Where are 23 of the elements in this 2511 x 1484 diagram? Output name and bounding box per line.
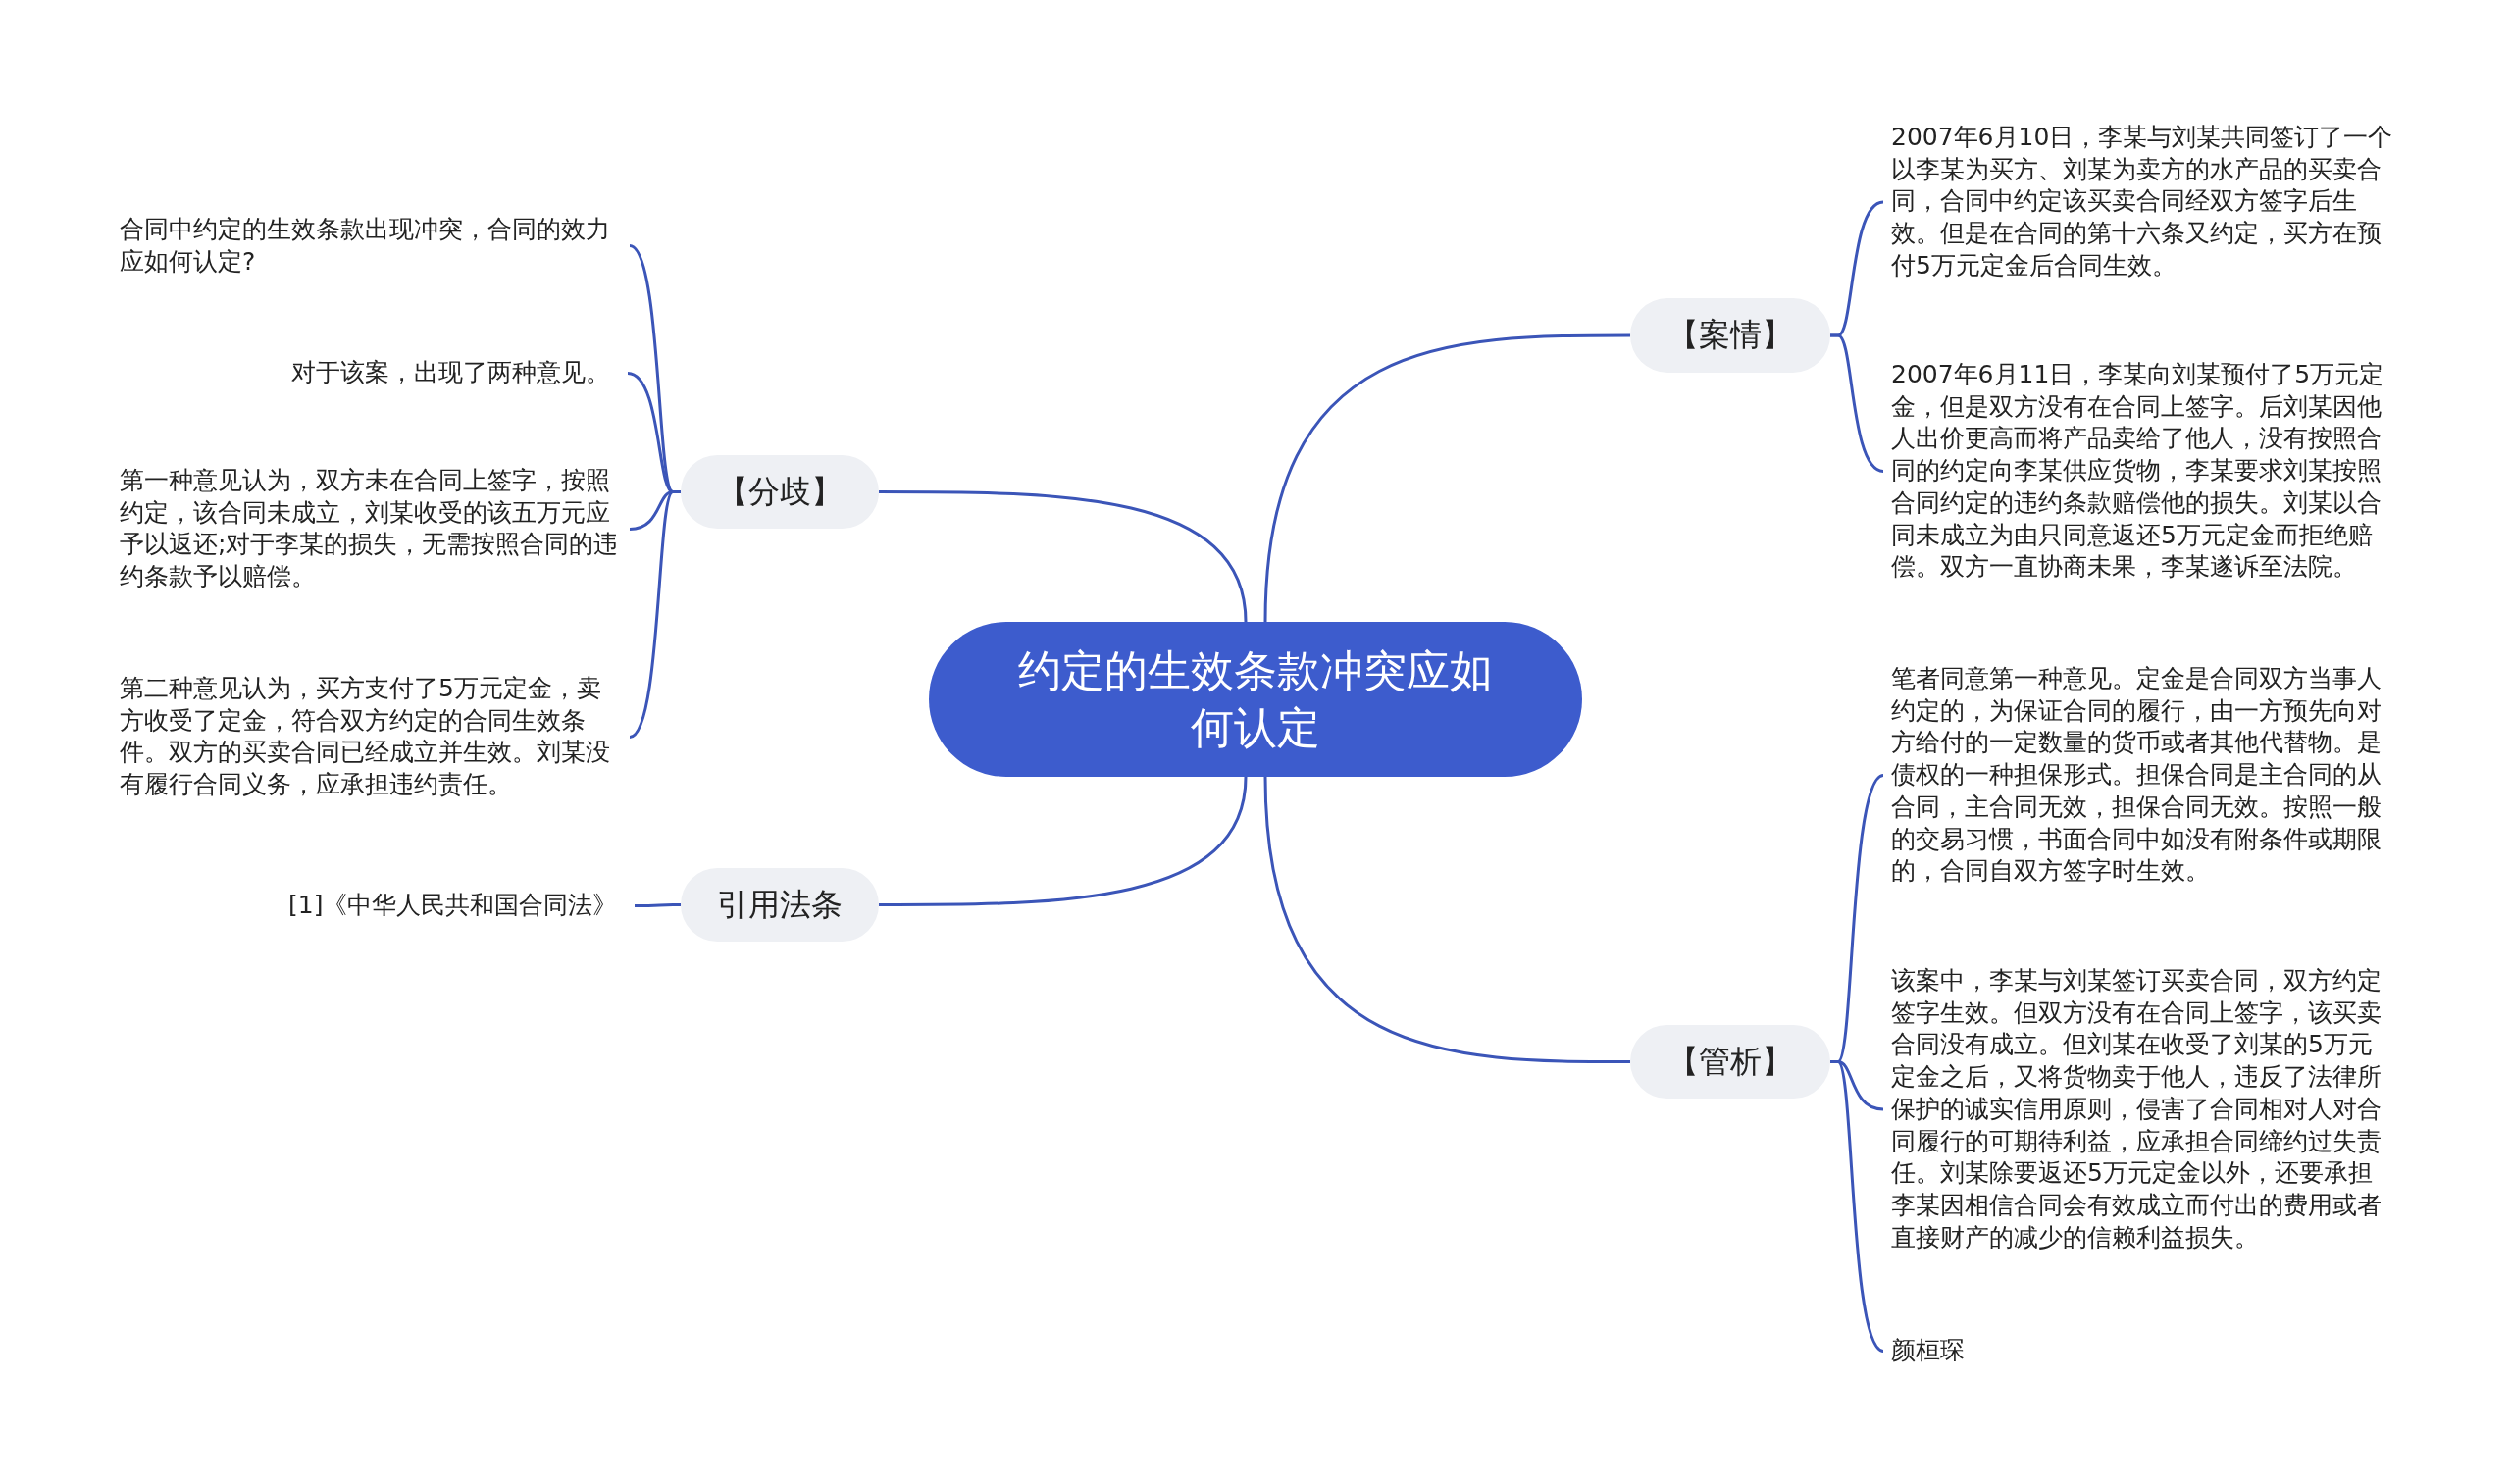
connector-line (879, 776, 1248, 906)
connector-line (1830, 1060, 1884, 1353)
connector-line (1830, 333, 1884, 473)
note-text: 笔者同意第一种意见。定金是合同双方当事人约定的，为保证合同的履行，由一方预先向对方给付的一定数量的货币或者其他代替物。是债权的一种担保形式。担保合同是主合同的从合同，主合同无效，担保合同无效。按照一般的交易习惯，书面合同中如没有附条件或期限的，合同自双方签字时生效。 (1891, 663, 2393, 888)
connector-line (629, 490, 681, 739)
connector-line (879, 490, 1248, 623)
note-text: 2007年6月10日，李某与刘某共同签订了一个以李某为买方、刘某为卖方的水产品的买卖合同，合同中约定该买卖合同经双方签字后生效。但是在合同的第十六条又约定，买方在预付5万元定金后合同生效。 (1891, 122, 2393, 282)
note-text: 颜桓琛 (1891, 1335, 2009, 1367)
note-text: 2007年6月11日，李某向刘某预付了5万元定金，但是双方没有在合同上签字。后刘某因他人出价更高而将产品卖给了他人，没有按照合同的约定向李某供应货物，李某要求刘某按照合同约定的违约条款赔偿他的损失。刘某以合同未成立为由只同意返还5万元定金而拒绝赔偿。双方一直协商未果，李某遂诉至法院。 (1891, 359, 2393, 584)
note-text: 合同中约定的生效条款出现冲突，合同的效力应如何认定? (120, 214, 622, 279)
topic-pill: 【分歧】 (681, 455, 879, 529)
topic-pill: 【管析】 (1630, 1025, 1830, 1099)
connector-line (635, 903, 681, 907)
connector-line (1263, 333, 1630, 623)
note-text: 该案中，李某与刘某签订买卖合同，双方约定签字生效。但双方没有在合同上签字，该买卖合同没有成立。但刘某在收受了刘某的5万元定金之后，又将货物卖于他人，违反了法律所保护的诚实信用原则，侵害了合同相对人对合同履行的可期待利益，应承担合同缔约过失责任。刘某除要返还5万元定金以外，还要承担李某因相信合同会有效成立而付出的费用或者直接财产的减少的信赖利益损失。 (1891, 965, 2393, 1254)
central-topic: 约定的生效条款冲突应如何认定 (929, 622, 1582, 777)
topic-pill: 【案情】 (1630, 298, 1830, 373)
note-text: 第一种意见认为，双方未在合同上签字，按照约定，该合同未成立，刘某收受的该五万元应予以返还;对于李某的损失，无需按照合同的违约条款予以赔偿。 (120, 465, 622, 593)
note-text: 第二种意见认为，买方支付了5万元定金，卖方收受了定金，符合双方约定的合同生效条件。双方的买卖合同已经成立并生效。刘某没有履行合同义务，应承担违约责任。 (120, 673, 622, 801)
note-text: 对于该案，出现了两种意见。 (291, 357, 620, 389)
topic-pill: 引用法条 (681, 868, 879, 942)
connector-line (1263, 776, 1630, 1063)
note-text: [1]《中华人民共和国合同法》 (288, 890, 627, 922)
